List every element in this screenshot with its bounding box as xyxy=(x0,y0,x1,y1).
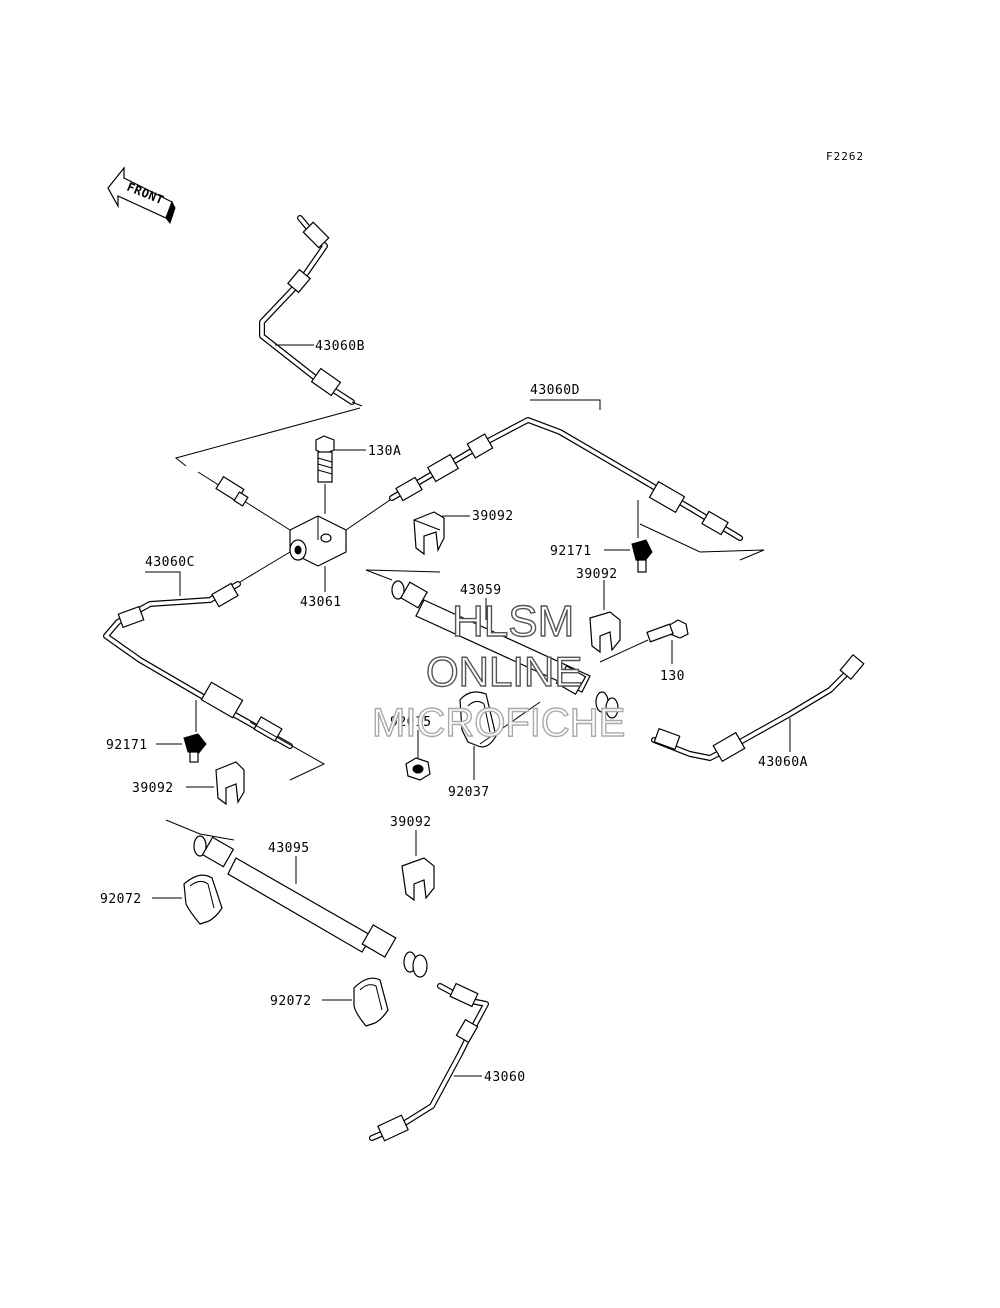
band-clamp-92072-b xyxy=(353,977,389,1027)
label-39092-b: 39092 xyxy=(576,567,618,582)
label-92171-b: 92171 xyxy=(106,738,148,753)
brake-pipe-43060d xyxy=(345,417,743,541)
label-92171-a: 92171 xyxy=(550,544,592,559)
bolt-130a xyxy=(315,435,335,514)
clip-39092-b xyxy=(589,611,621,654)
brake-joint-43061 xyxy=(289,515,347,567)
brake-hose-43095 xyxy=(165,819,428,978)
brake-pipe-43060c xyxy=(103,551,293,749)
clip-39092-d xyxy=(401,857,435,902)
label-43060: 43060 xyxy=(484,1070,526,1085)
label-92015: 92015 xyxy=(390,715,432,730)
label-39092-d: 39092 xyxy=(390,815,432,830)
label-130: 130 xyxy=(660,669,685,684)
watermark: HLSM ONLINE MICROFICHE xyxy=(371,596,626,745)
figure-code: F2262 xyxy=(826,150,864,163)
leader-43060d xyxy=(530,399,601,410)
clip-39092-a xyxy=(413,511,445,556)
watermark-line2: ONLINE xyxy=(426,648,582,695)
label-39092-a: 39092 xyxy=(472,509,514,524)
label-43060c: 43060C xyxy=(145,555,195,570)
brake-pipe-43060a xyxy=(651,653,865,763)
clip-39092-c xyxy=(215,761,245,806)
guide-line xyxy=(639,523,765,561)
label-130a: 130A xyxy=(368,444,401,459)
label-43059: 43059 xyxy=(460,583,502,598)
leader-43060c xyxy=(145,571,181,596)
label-43060b: 43060B xyxy=(315,339,365,354)
band-clamp-92072-a xyxy=(183,874,223,925)
label-43095: 43095 xyxy=(268,841,310,856)
label-43061: 43061 xyxy=(300,595,342,610)
label-39092-c: 39092 xyxy=(132,781,174,796)
nut-92015 xyxy=(405,757,431,781)
label-43060d: 43060D xyxy=(530,383,580,398)
label-92072-a: 92072 xyxy=(100,892,142,907)
guide-line xyxy=(174,407,361,467)
clamp-92171-a xyxy=(631,539,653,573)
watermark-line3: MICROFICHE xyxy=(372,701,625,745)
front-arrow-icon: FRONT xyxy=(107,166,176,225)
label-43060a: 43060A xyxy=(758,755,808,770)
clamp-92037 xyxy=(459,691,541,748)
pipe-stub-left xyxy=(197,471,291,531)
brake-pipe-43060b xyxy=(259,215,363,407)
brake-hose-43059 xyxy=(365,569,619,719)
watermark-line1: HLSM xyxy=(452,597,574,646)
guide-line xyxy=(249,721,326,781)
bolt-130 xyxy=(599,619,689,663)
clamp-92171-b xyxy=(183,733,207,763)
label-92072-b: 92072 xyxy=(270,994,312,1009)
label-92037: 92037 xyxy=(448,785,490,800)
brake-pipe-43060 xyxy=(369,982,489,1142)
